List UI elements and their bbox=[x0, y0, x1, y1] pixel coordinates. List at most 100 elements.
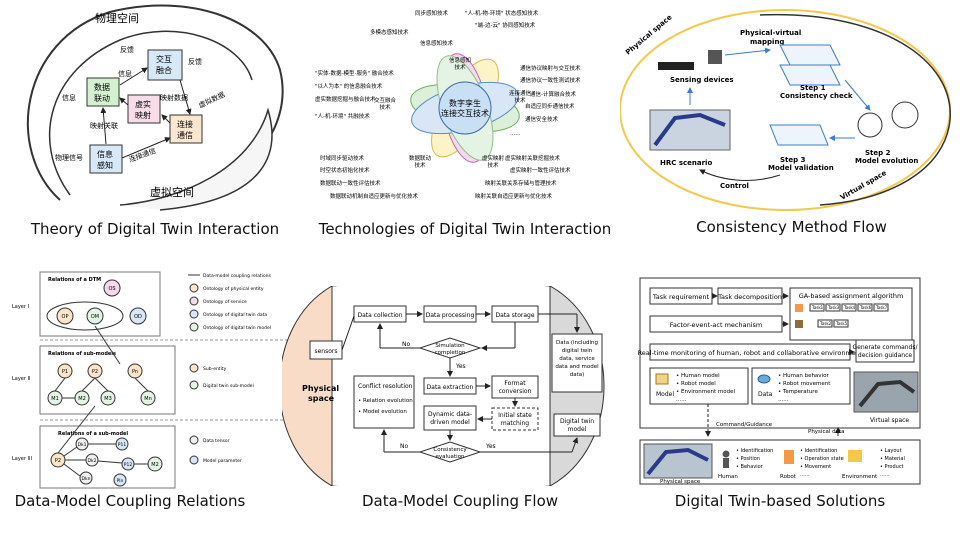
panel-consistency: Physical space Virtual space Sensing dev… bbox=[619, 0, 963, 215]
cross-layer-line bbox=[57, 405, 96, 454]
box-perception bbox=[89, 144, 123, 174]
node-label: P2 bbox=[92, 369, 98, 375]
model-item: • Environment model bbox=[676, 389, 735, 395]
human-body-icon bbox=[723, 458, 729, 468]
legend-item: Ontology of digital twin data bbox=[203, 312, 267, 318]
step1-plane bbox=[779, 44, 841, 66]
no1-label: No bbox=[402, 341, 410, 348]
node-op-label: OP bbox=[62, 314, 69, 320]
legend-swatch bbox=[189, 380, 199, 390]
node-os-label: OS bbox=[108, 286, 115, 292]
layer1-ellipse bbox=[46, 301, 124, 331]
task-label: Task3 bbox=[827, 305, 840, 310]
layer1-title: Relations of a DTM bbox=[48, 277, 101, 283]
node-od-label: OD bbox=[134, 314, 142, 320]
node-label: Dkn bbox=[82, 476, 91, 482]
node-dkn bbox=[79, 471, 93, 485]
tech-dots: ...... bbox=[510, 131, 521, 137]
theory-virtual-label: 虚拟空间 bbox=[150, 185, 194, 199]
panel-theory: 物理空间 虚拟空间 交互融合 数据联动 虚实映射 连接通信 信息感知 反馈 反馈… bbox=[0, 0, 310, 215]
robot-icon bbox=[795, 304, 803, 312]
robot-arm-icon bbox=[653, 112, 726, 147]
tech-item: 通信协议映射与交互技术 bbox=[520, 64, 581, 72]
lbl-physig: 物理信号 bbox=[55, 153, 83, 162]
box-linkage-label: 数据联动 bbox=[94, 82, 110, 103]
task-label: Task7 bbox=[875, 305, 888, 310]
lbl-feedback-2: 反馈 bbox=[188, 57, 202, 66]
lbl-connect: 连接通信 bbox=[128, 146, 157, 164]
cons-physical-label: Physical space bbox=[624, 13, 674, 56]
box-comm bbox=[169, 114, 203, 144]
legend-swatch bbox=[189, 363, 199, 373]
petal-label-0: 信息感知技术 bbox=[449, 56, 471, 71]
monitor-label: Real-time monitoring of human, robot and… bbox=[638, 349, 863, 357]
tech-item: 时域同步驱动技术 bbox=[320, 154, 365, 162]
legend-item: Ontology of digital twin model bbox=[203, 325, 271, 331]
vs-data-box bbox=[551, 333, 603, 393]
human-item: • Behavior bbox=[736, 464, 764, 470]
node-od bbox=[129, 307, 147, 325]
tech-item: 多模态感知技术 bbox=[370, 28, 409, 36]
tech-item: "人-机-物-环境" 状态感知技术 bbox=[465, 9, 539, 17]
legend-item: Data-model coupling relations bbox=[203, 273, 272, 279]
tech-item: "人-机-环境" 共融技术 bbox=[315, 112, 370, 120]
box-interact bbox=[147, 49, 183, 81]
panel-coupling-rel: Layer I Layer II Layer III Relations of … bbox=[0, 268, 300, 490]
node-label: M1 bbox=[51, 396, 59, 402]
virtual-boundary bbox=[759, 13, 951, 206]
cube-icon bbox=[655, 373, 669, 385]
tech-top-left-list: 多模态感知技术 同步感知技术 信息感知技术 bbox=[370, 9, 454, 47]
node-label: P2 bbox=[55, 458, 61, 464]
dyn-model-label: Dynamic data-driven model bbox=[428, 411, 472, 426]
no2-label: No bbox=[400, 443, 408, 450]
cross-layer-line bbox=[94, 325, 121, 365]
sensing-label: Sensing devices bbox=[670, 76, 734, 84]
data-extraction-label: Data extraction bbox=[427, 384, 474, 391]
layer3-label: Layer III bbox=[12, 456, 32, 462]
camera-icon bbox=[708, 50, 722, 64]
edge bbox=[54, 377, 66, 392]
phys-data-label: Physical data bbox=[808, 429, 845, 435]
node-os bbox=[103, 279, 121, 297]
data-storage-label: Data storage bbox=[495, 312, 534, 319]
layer1-frame bbox=[39, 271, 161, 337]
lbl-maplink: 映射关联 bbox=[90, 121, 118, 130]
caption-consistency: Consistency Method Flow bbox=[696, 218, 887, 236]
legend-swatch bbox=[189, 322, 199, 332]
arrow bbox=[571, 437, 579, 453]
factor-label: Factor-event-act mechanism bbox=[670, 321, 763, 329]
task-cell bbox=[873, 303, 889, 312]
caption-theory: Theory of Digital Twin Interaction bbox=[30, 220, 280, 238]
human-item: • Identification bbox=[736, 448, 773, 454]
panel-solutions: Task requirement Task decomposition GA-b… bbox=[638, 276, 926, 488]
data-box bbox=[751, 367, 851, 405]
node-label: Mn bbox=[144, 396, 151, 402]
sol-virtual-label: Virtual space bbox=[870, 417, 909, 424]
arrow bbox=[341, 315, 355, 351]
data-label: Data bbox=[758, 391, 773, 398]
step3-plane bbox=[769, 124, 829, 146]
box-linkage bbox=[86, 77, 120, 107]
cmd-label: Command/Guidance bbox=[716, 422, 773, 428]
layer2-nodes: P1 P2 Pn M1 M2 M3 Mn bbox=[47, 363, 156, 406]
human-icon bbox=[795, 320, 803, 328]
ga-label: GA-based assignment algorithm bbox=[799, 292, 904, 300]
model-label: Model bbox=[656, 391, 674, 398]
layer2-label: Layer II bbox=[12, 376, 30, 382]
node-label: Pln bbox=[117, 478, 124, 484]
cons-virtual-label: Virtual space bbox=[839, 169, 888, 202]
task-cell bbox=[857, 303, 873, 312]
node-label: P1 bbox=[62, 369, 68, 375]
robot-arm-icon bbox=[858, 379, 916, 408]
solutions-diagram: Task requirement Task decomposition GA-b… bbox=[638, 277, 921, 485]
task-label: Task4 bbox=[843, 305, 856, 310]
node-label: Pn bbox=[132, 369, 138, 375]
lbl-mapdata: 映射数据 bbox=[160, 93, 188, 102]
petal-label-4: 交互融合技术 bbox=[374, 96, 397, 111]
dyn-model-box bbox=[423, 405, 477, 431]
